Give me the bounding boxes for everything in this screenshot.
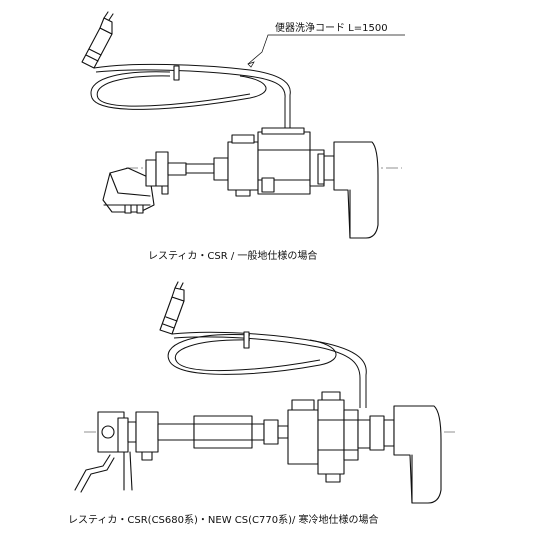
cord-length-label: 便器洗浄コード L=1500 (275, 21, 388, 34)
mount-bracket-general (102, 167, 155, 214)
cord-length-callout: 便器洗浄コード L=1500 (247, 21, 405, 68)
caption-general: レスティカ・CSR / 一般地仕様の場合 (148, 249, 317, 262)
plug-general (81, 11, 114, 69)
figure-cold: レスティカ・CSR(CS680系)・NEW CS(C770系)/ 寒冷地仕様の場… (68, 281, 455, 526)
lever-general (317, 141, 379, 239)
valve-body-cold (287, 391, 385, 483)
shaft-cold (157, 415, 289, 449)
figure-general: 便器洗浄コード L=1500 (81, 11, 405, 262)
cord-cold (167, 331, 367, 408)
cord-general (90, 63, 291, 135)
lever-cold (383, 405, 442, 504)
valve-body-general (227, 127, 325, 197)
caption-cold: レスティカ・CSR(CS680系)・NEW CS(C770系)/ 寒冷地仕様の場… (68, 513, 379, 526)
plug-cold (159, 281, 185, 335)
shaft-general (145, 151, 229, 195)
mount-bracket-cold (74, 411, 159, 493)
